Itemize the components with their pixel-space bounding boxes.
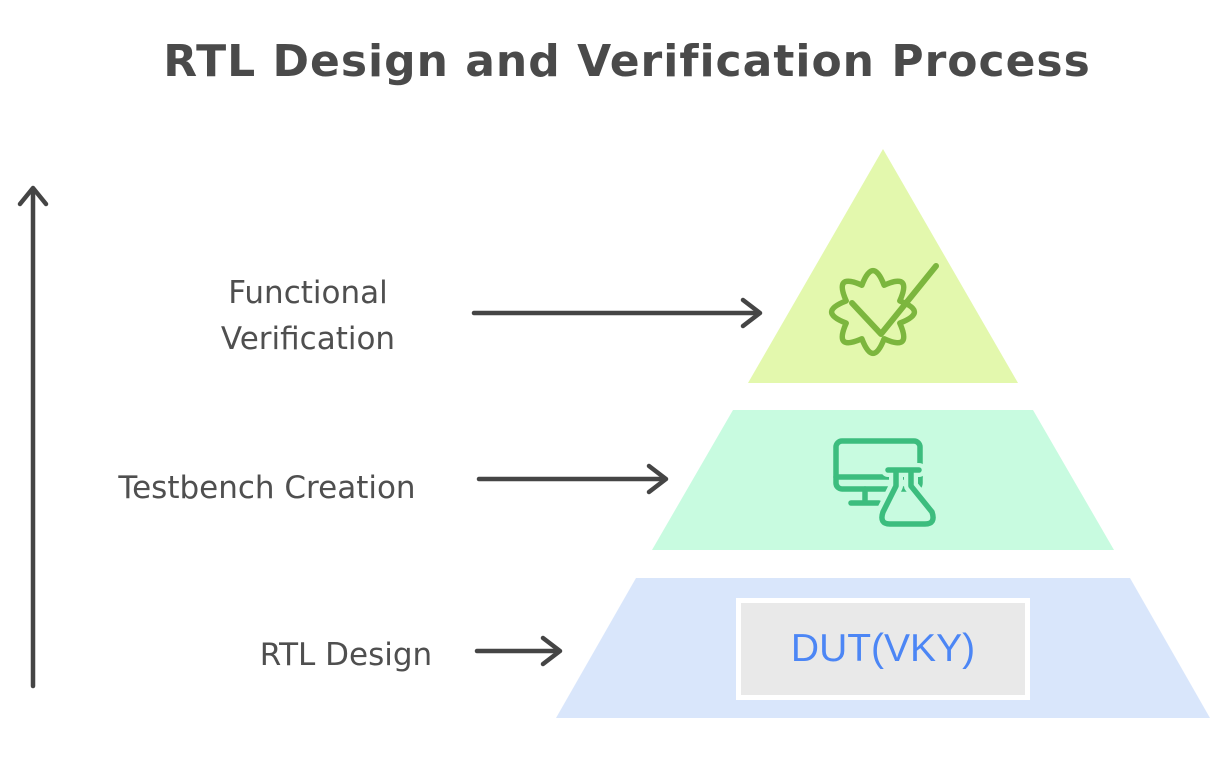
arrow-rtl-design [474, 635, 563, 667]
pyramid-layer-functional-verification [748, 149, 1018, 383]
right-arrowhead-icon [540, 635, 563, 667]
badge-check-icon [828, 263, 939, 357]
monitor-flask-icon [833, 438, 941, 531]
label-testbench-creation: Testbench Creation [118, 470, 416, 506]
monitor-stand [848, 486, 882, 506]
checkmark [849, 263, 939, 337]
pyramid-layer-testbench-creation [652, 410, 1114, 550]
label-rtl-design: RTL Design [259, 637, 433, 673]
up-arrowhead-icon [17, 185, 49, 207]
right-arrowhead-icon [740, 297, 763, 329]
vertical-up-arrow [17, 185, 49, 689]
flask [879, 467, 936, 527]
badge-outline [828, 267, 918, 357]
arrow-functional-verification [471, 297, 763, 329]
page-title: RTL Design and Verification Process [163, 36, 1091, 87]
label-functional-line2: Verification [220, 321, 396, 357]
label-functional-line1: Functional [228, 275, 388, 311]
arrow-testbench-creation [476, 463, 669, 495]
dut-box: DUT(VKY) [736, 598, 1030, 700]
label-functional-verification: Functional Verification [148, 270, 468, 362]
right-arrowhead-icon [646, 463, 669, 495]
dut-box-label: DUT(VKY) [790, 627, 976, 670]
